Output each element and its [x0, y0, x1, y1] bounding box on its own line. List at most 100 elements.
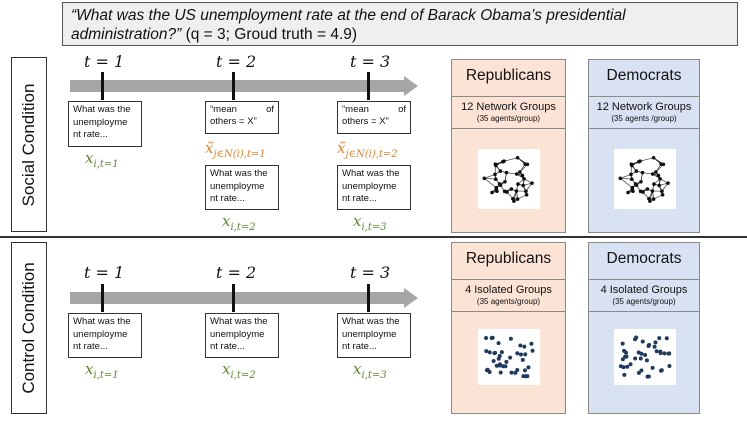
isolated-nodes-icon: [614, 329, 676, 385]
prompt-line-3: nt rate...: [210, 193, 245, 204]
social-prompt-box-t1: What was the unemployme nt rate...: [68, 101, 142, 147]
group-count: 12 Network Groups: [461, 101, 556, 113]
network-node: [618, 176, 623, 181]
network-edge: [620, 174, 632, 179]
isolated-node: [522, 368, 527, 373]
network-node: [629, 177, 634, 182]
var-x-i-t2-social: xi,t=2: [222, 212, 256, 233]
republicans-title: Republicans: [452, 243, 565, 280]
isolated-node: [498, 370, 503, 375]
isolated-node: [484, 335, 489, 340]
group-count: 12 Network Groups: [596, 101, 692, 113]
isolated-node: [664, 336, 669, 341]
isolated-node: [494, 363, 499, 368]
network-node: [493, 177, 498, 182]
network-node: [516, 182, 520, 186]
network-node: [509, 187, 514, 191]
isolated-node: [653, 340, 658, 345]
isolated-nodes-icon: [478, 329, 540, 385]
var-x-i-t3-social: xi,t=3: [353, 212, 387, 233]
democrats-title: Democrats: [589, 243, 699, 280]
isolated-node: [640, 339, 645, 344]
social-timeline-arrowhead: [404, 76, 418, 96]
isolated-node: [643, 353, 648, 358]
isolated-node: [526, 365, 531, 370]
network-edge: [484, 178, 496, 180]
network-node: [503, 179, 507, 184]
isolated-node: [515, 367, 520, 372]
prompt-line-2: unemployme: [210, 180, 265, 192]
isolated-node: [625, 364, 630, 369]
isolated-node: [667, 351, 672, 356]
network-node: [497, 182, 502, 186]
control-time-label-2: t = 2: [216, 263, 257, 282]
isolated-node: [658, 349, 663, 354]
network-node: [666, 181, 670, 185]
isolated-node: [523, 374, 528, 379]
social-timeline-arrow: [70, 80, 406, 92]
network-node: [500, 159, 505, 164]
network-node: [660, 189, 664, 194]
prompt-line-2: unemployme: [210, 328, 265, 340]
isolated-node: [654, 349, 659, 354]
prompt-line-3: nt rate...: [210, 341, 245, 352]
network-node: [514, 189, 519, 193]
prompt-line-2: unemployme: [73, 116, 128, 128]
isolated-node: [621, 365, 626, 370]
prompt-line-2: unemployme: [73, 328, 128, 340]
question-text: “What was the US unemployment rate at th…: [71, 7, 626, 43]
isolated-node: [493, 350, 498, 355]
network-node: [514, 172, 519, 176]
isolated-node: [628, 362, 633, 367]
group-count: 4 Isolated Groups: [465, 284, 552, 296]
prompt-line-1: What was the: [342, 316, 400, 327]
group-size: (35 agents/group): [476, 297, 541, 306]
isolated-node: [501, 364, 506, 369]
network-edge: [484, 178, 497, 188]
isolated-node: [622, 348, 627, 353]
isolated-node: [513, 370, 518, 375]
isolated-node: [497, 362, 502, 367]
var-xtilde-t2: x̃j∈N(i),t=2: [337, 139, 398, 160]
network-node: [530, 181, 534, 185]
network-node: [650, 172, 655, 176]
isolated-node: [523, 352, 528, 357]
network-node: [634, 169, 639, 173]
isolated-node: [623, 354, 628, 359]
isolated-node: [652, 344, 657, 349]
social-prompt-box-t3: What was the unemployme nt rate...: [337, 165, 411, 210]
network-node: [640, 170, 645, 175]
network-node: [490, 190, 494, 195]
isolated-node: [508, 355, 513, 360]
social-time-label-3: t = 3: [350, 52, 391, 71]
network-node: [651, 197, 656, 201]
democrats-title: Democrats: [589, 60, 699, 97]
network-node: [657, 183, 661, 188]
network-node: [515, 155, 520, 160]
network-node: [518, 170, 522, 174]
prompt-line-3: nt rate...: [73, 341, 108, 352]
social-tick-1: [101, 72, 104, 100]
prompt-line-1: What was the: [210, 168, 268, 179]
control-tick-2: [232, 284, 235, 312]
network-edge: [620, 178, 632, 180]
network-edge: [484, 174, 496, 179]
social-tick-2: [232, 72, 235, 100]
var-x-i-t2-control: xi,t=2: [222, 360, 256, 381]
isolated-node: [518, 343, 523, 348]
network-node: [658, 176, 662, 181]
control-prompt-box-t3: What was the unemployme nt rate...: [337, 313, 411, 358]
group-size: (35 agents/group): [612, 297, 676, 306]
isolated-node: [504, 359, 509, 364]
control-tick-1: [101, 284, 104, 312]
network-node: [520, 173, 525, 178]
var-x-i-t1-control: xi,t=1: [85, 360, 119, 381]
control-prompt-box-t2: What was the unemployme nt rate...: [205, 313, 279, 358]
network-node: [629, 162, 634, 166]
network-edge: [620, 178, 633, 188]
var-xtilde-t1: x̃j∈N(i),t=1: [205, 139, 266, 160]
isolated-node: [659, 368, 664, 373]
republicans-title: Republicans: [452, 60, 565, 97]
